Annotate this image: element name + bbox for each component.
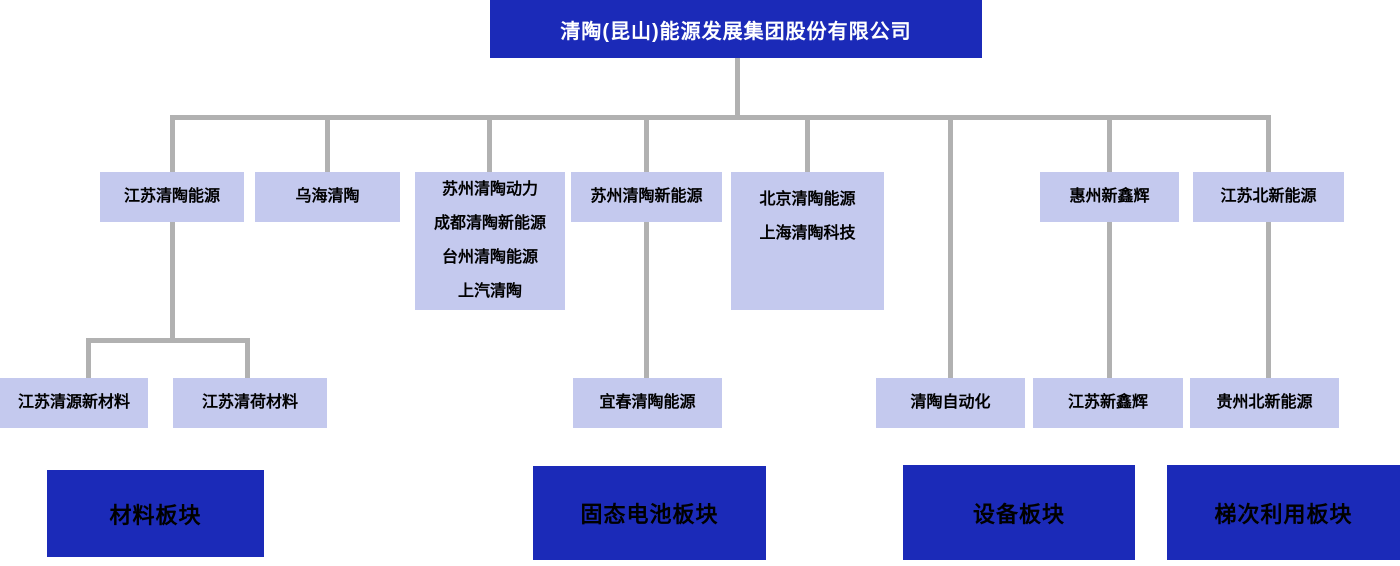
node-label-line: 台州清陶能源 [441, 249, 538, 266]
segment-cascade-utilization: 梯次利用板块 [1167, 465, 1400, 560]
connector-jiangsu-children-vertical [170, 222, 175, 340]
segment-label: 梯次利用板块 [1214, 501, 1353, 527]
connector-drop-automation-long [948, 115, 953, 378]
segment-solid-state-battery: 固态电池板块 [533, 466, 766, 560]
connector-main-horizontal [170, 115, 1271, 120]
node-jiangsu-qingtao-energy: 江苏清陶能源 [100, 172, 244, 222]
connector-drop-beixin [1266, 115, 1271, 172]
segment-label: 设备板块 [972, 501, 1065, 527]
node-jiangsu-qingyuan-new-materials: 江苏清源新材料 [0, 378, 148, 428]
node-label: 江苏清源新材料 [17, 394, 130, 411]
node-jiangsu-xinxinhui: 江苏新鑫辉 [1033, 378, 1183, 428]
connector-drop-beijing-shanghai [805, 115, 810, 172]
node-huizhou-xinxinhui: 惠州新鑫辉 [1040, 172, 1179, 222]
node-label: 江苏清陶能源 [123, 188, 220, 205]
root-company-box: 清陶(昆山)能源发展集团股份有限公司 [490, 0, 982, 58]
segment-label: 固态电池板块 [580, 502, 719, 527]
node-wuhai-qingtao: 乌海清陶 [255, 172, 400, 222]
node-label: 惠州新鑫辉 [1069, 188, 1150, 205]
node-label: 贵州北新能源 [1216, 394, 1313, 411]
segment-label: 材料板块 [109, 502, 202, 528]
node-qingtao-automation: 清陶自动化 [876, 378, 1025, 428]
node-label: 清陶自动化 [910, 394, 991, 411]
connector-drop-huizhou [1107, 115, 1112, 172]
node-label: 江苏新鑫辉 [1067, 394, 1148, 411]
node-label-line: 苏州清陶动力 [441, 181, 538, 198]
connector-root-vertical [735, 58, 740, 120]
node-guizhou-beixin-energy: 贵州北新能源 [1190, 378, 1339, 428]
segment-materials: 材料板块 [47, 470, 264, 557]
node-label: 江苏清荷材料 [201, 394, 298, 411]
node-label: 江苏北新能源 [1220, 188, 1317, 205]
root-company-label: 清陶(昆山)能源发展集团股份有限公司 [560, 20, 912, 43]
connector-drop-qinghe [245, 338, 250, 378]
connector-drop-jiangsu-xinxinhui [1107, 222, 1112, 378]
connector-drop-yichun [644, 222, 649, 378]
connector-drop-suzhou-new [644, 115, 649, 172]
node-label: 苏州清陶新能源 [590, 188, 703, 205]
node-beijing-shanghai-group: 北京清陶能源 上海清陶科技 [731, 172, 884, 310]
connector-jiangsu-children-horizontal [86, 338, 250, 343]
node-power-group: 苏州清陶动力 成都清陶新能源 台州清陶能源 上汽清陶 [415, 172, 565, 310]
node-label-line: 成都清陶新能源 [433, 215, 546, 232]
node-label: 宜春清陶能源 [599, 394, 696, 411]
node-suzhou-qingtao-new-energy: 苏州清陶新能源 [571, 172, 722, 222]
connector-drop-guizhou [1266, 222, 1271, 378]
connector-drop-power-group [487, 115, 492, 172]
connector-drop-qingyuan [86, 338, 91, 378]
node-yichun-qingtao-energy: 宜春清陶能源 [573, 378, 722, 428]
node-label-line: 上海清陶科技 [759, 225, 856, 242]
node-label-line: 上汽清陶 [457, 283, 522, 300]
node-jiangsu-beixin-energy: 江苏北新能源 [1193, 172, 1344, 222]
segment-equipment: 设备板块 [903, 465, 1135, 560]
connector-drop-wuhai [325, 115, 330, 172]
connector-drop-jiangsu-qingtao [170, 115, 175, 172]
node-jiangsu-qinghe-materials: 江苏清荷材料 [173, 378, 327, 428]
node-label: 乌海清陶 [295, 188, 360, 205]
node-label-line: 北京清陶能源 [759, 191, 856, 208]
